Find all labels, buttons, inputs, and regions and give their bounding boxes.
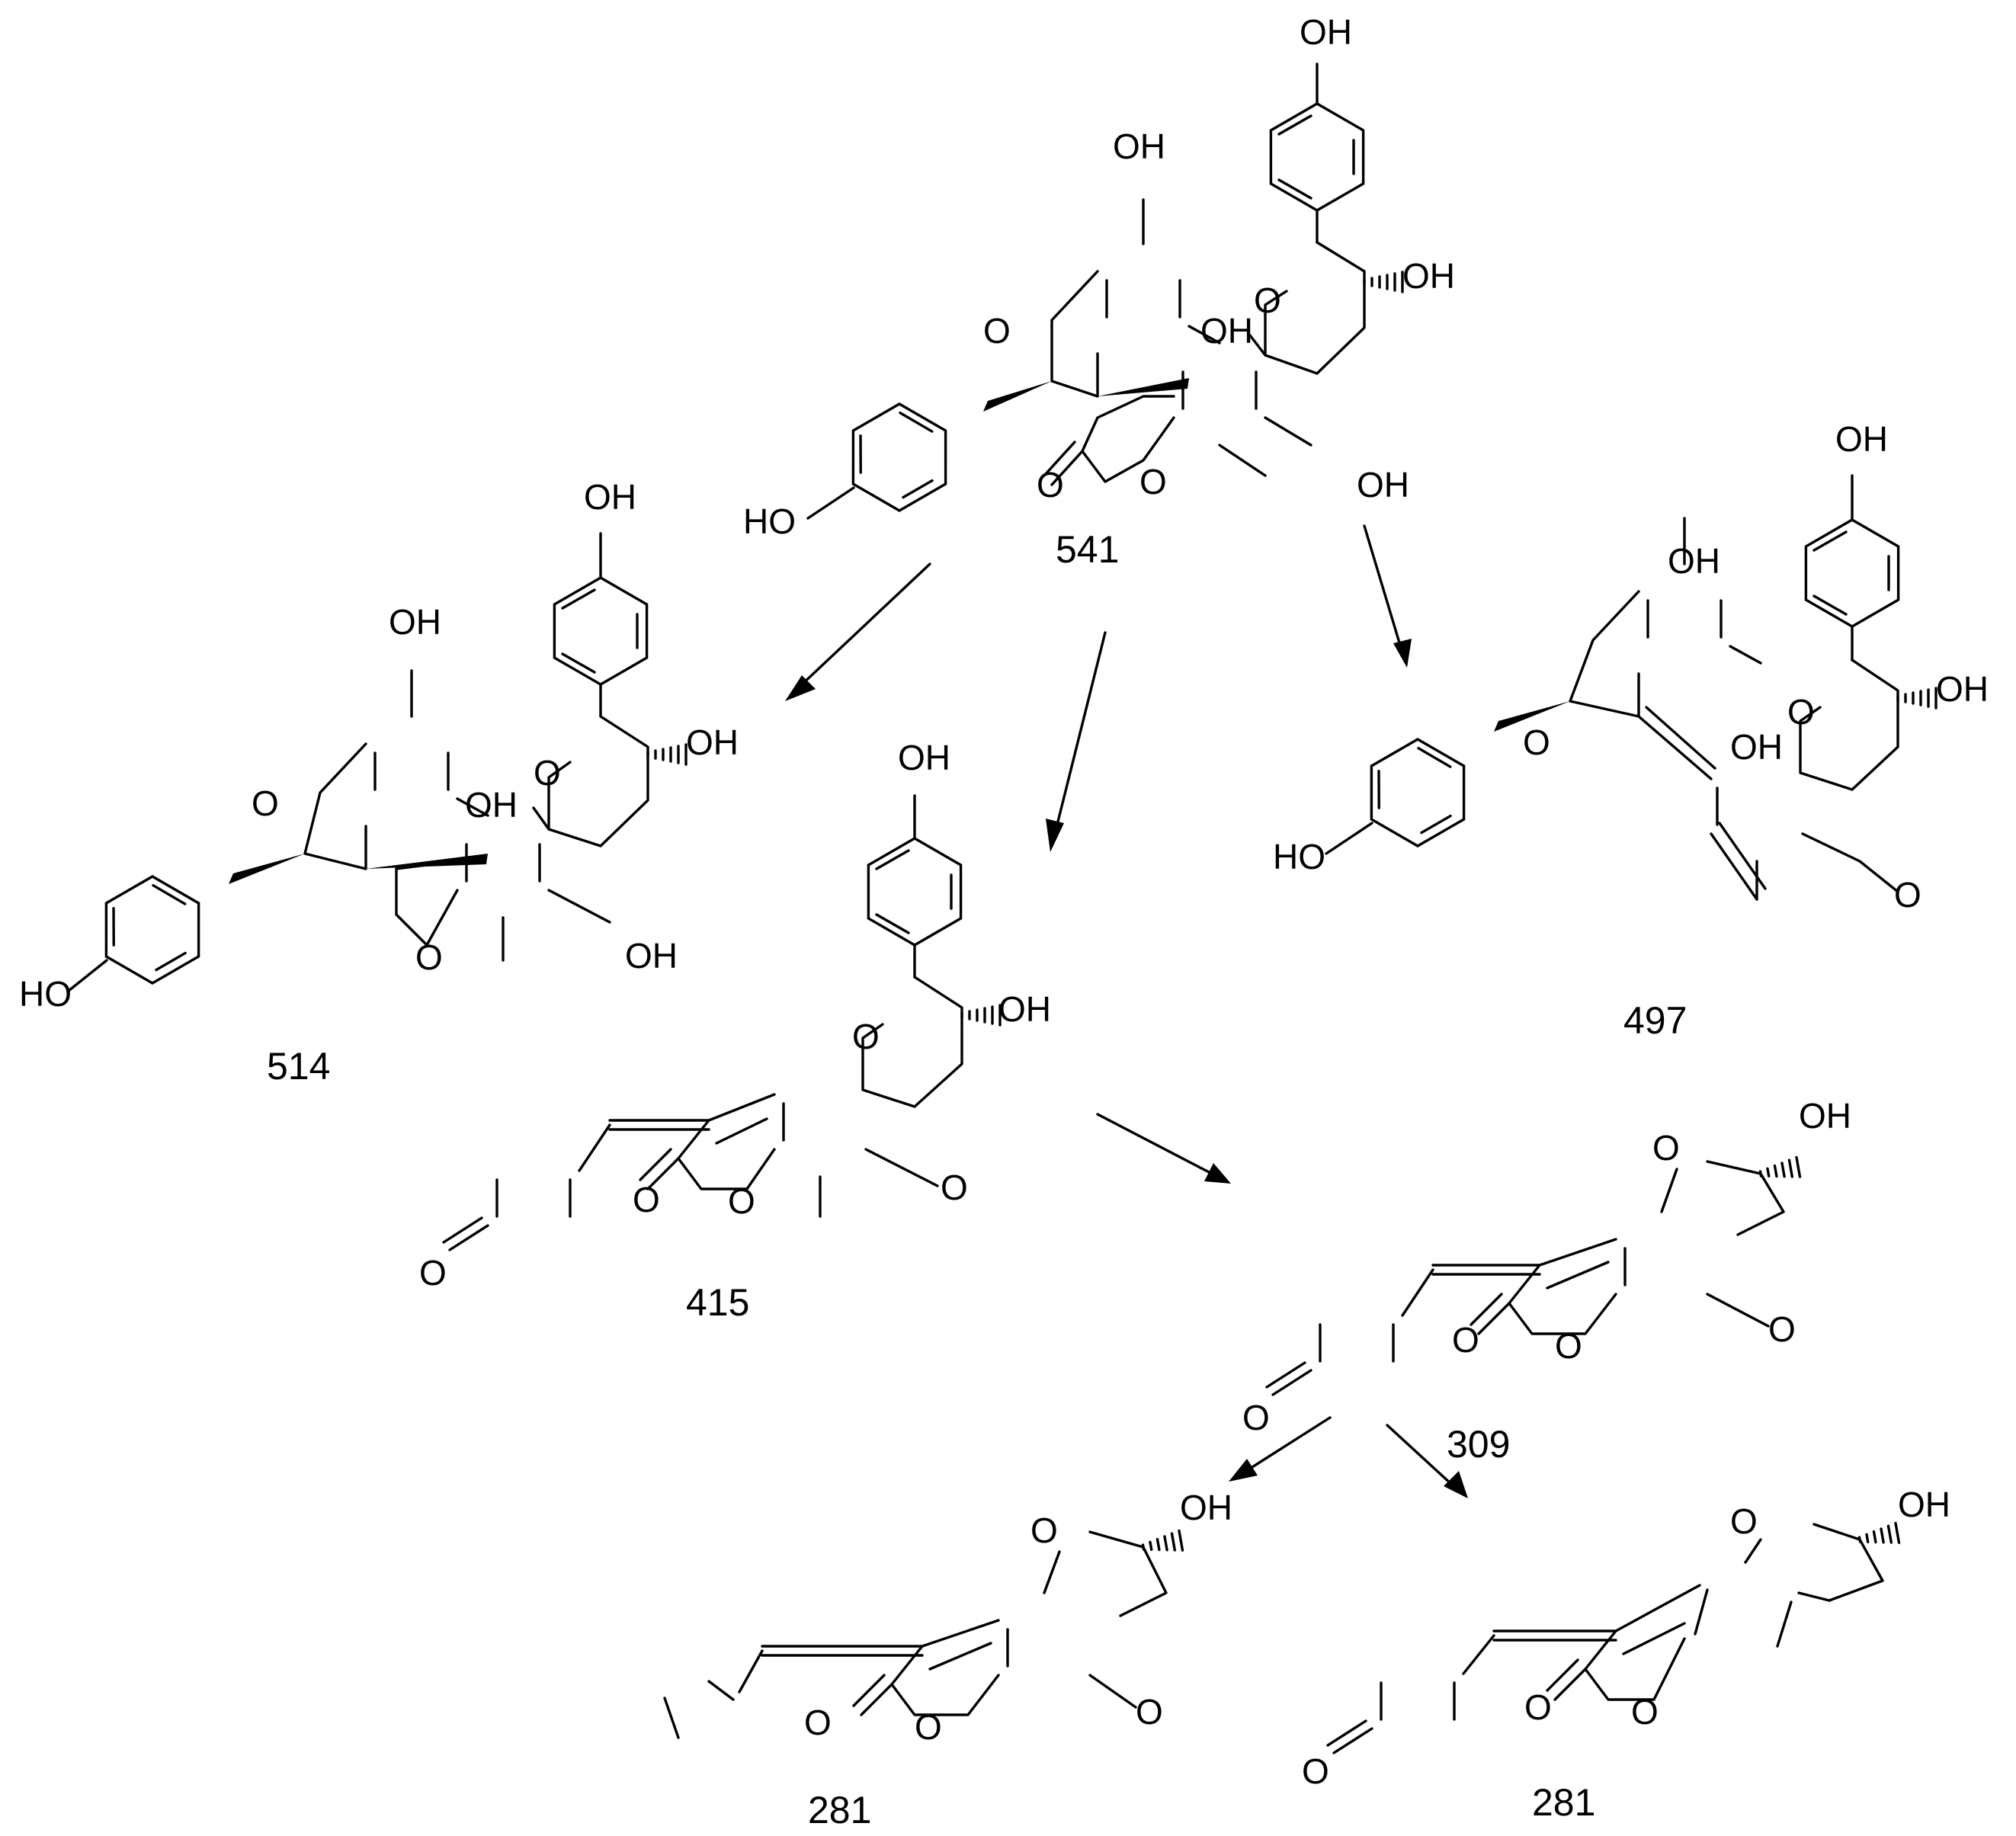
c497-oh-a: OH [1730, 727, 1783, 767]
c309-o-ketone: O [1768, 1309, 1796, 1349]
label-281a: 281 [808, 1789, 871, 1831]
c541-oh-c: OH [1402, 256, 1455, 296]
c309-o-carbonyl: O [1452, 1320, 1479, 1360]
arrow-309-to-281b [1386, 1424, 1468, 1498]
c497-oh-phenol: OH [1835, 419, 1888, 459]
compound-514 [67, 532, 687, 998]
c281a-oh: OH [1180, 1488, 1232, 1527]
c541-oh-top: OH [1300, 12, 1352, 52]
c541-o-carbonyl: O [1037, 465, 1064, 505]
c497-oh-b: OH [1936, 669, 1989, 709]
label-497: 497 [1623, 999, 1687, 1042]
c281a-o-lactone: O [915, 1707, 942, 1747]
c497-oh-top: OH [1668, 541, 1720, 581]
c415-oh: OH [998, 989, 1051, 1029]
c514-o-pyran: O [534, 753, 561, 793]
c497-o-pyran: O [1787, 692, 1815, 732]
arrow-541-to-497 [1363, 524, 1412, 668]
c415-o-quinone: O [419, 1253, 447, 1293]
c541-o-lactone: O [1139, 462, 1167, 501]
c281b-oh: OH [1898, 1485, 1950, 1524]
c309-o-quinone: O [1242, 1398, 1270, 1437]
c541-ho-left: HO [743, 501, 796, 541]
c514-oh-b: OH [686, 723, 739, 762]
c415-o-ketone: O [941, 1168, 968, 1207]
compound-497 [1325, 474, 1937, 901]
c309-o-lactone: O [1555, 1326, 1582, 1366]
c514-o-ring: O [415, 937, 443, 977]
arrow-541-to-514 [785, 562, 931, 701]
label-514: 514 [267, 1045, 330, 1088]
c514-o-furan: O [252, 783, 279, 823]
label-281b: 281 [1532, 1781, 1595, 1824]
c309-oh: OH [1799, 1096, 1851, 1136]
c541-o-pyran: O [1254, 280, 1281, 320]
c514-oh-c: OH [625, 936, 678, 976]
compound-309 [1265, 1155, 1802, 1396]
c514-oh-phenol: OH [584, 477, 636, 517]
c415-o-pyran: O [852, 1017, 880, 1056]
arrow-309-to-281a [1229, 1416, 1332, 1482]
label-309: 309 [1447, 1423, 1510, 1466]
c541-oh-a: OH [1113, 127, 1165, 166]
arrow-541-to-415 [1046, 631, 1107, 852]
c281b-o-furan: O [1730, 1501, 1758, 1541]
c541-oh-b: OH [1200, 311, 1253, 351]
c514-oh-a: OH [465, 785, 518, 825]
label-415: 415 [686, 1281, 749, 1324]
c415-o-lactone: O [728, 1181, 755, 1221]
c497-o-furan: O [1523, 723, 1550, 762]
arrow-415-to-309 [1096, 1113, 1231, 1184]
c415-oh-phenol: OH [898, 738, 950, 777]
compound-281a [663, 1529, 1184, 1739]
c281a-o-ketone: O [1136, 1692, 1163, 1732]
c281a-o-carbonyl: O [804, 1703, 832, 1742]
c281b-o-carbonyl: O [1524, 1687, 1552, 1727]
c281a-o-furan: O [1030, 1511, 1058, 1550]
compound-541 [806, 62, 1404, 526]
c497-o-ketone: O [1894, 875, 1921, 915]
c541-oh-d: OH [1357, 465, 1409, 505]
c281b-o-lactone: O [1631, 1692, 1659, 1732]
compound-281b [1326, 1521, 1901, 1754]
c514-oh-top: OH [389, 602, 441, 642]
c281b-o-quinone: O [1302, 1751, 1329, 1791]
c541-o-furan: O [983, 311, 1011, 351]
c309-o-furan: O [1652, 1128, 1680, 1168]
compound-415 [442, 794, 1002, 1251]
c497-ho-left: HO [1273, 837, 1325, 876]
label-541: 541 [1056, 528, 1119, 571]
c514-ho-left: HO [19, 974, 72, 1014]
c415-o-carbonyl: O [633, 1180, 660, 1219]
